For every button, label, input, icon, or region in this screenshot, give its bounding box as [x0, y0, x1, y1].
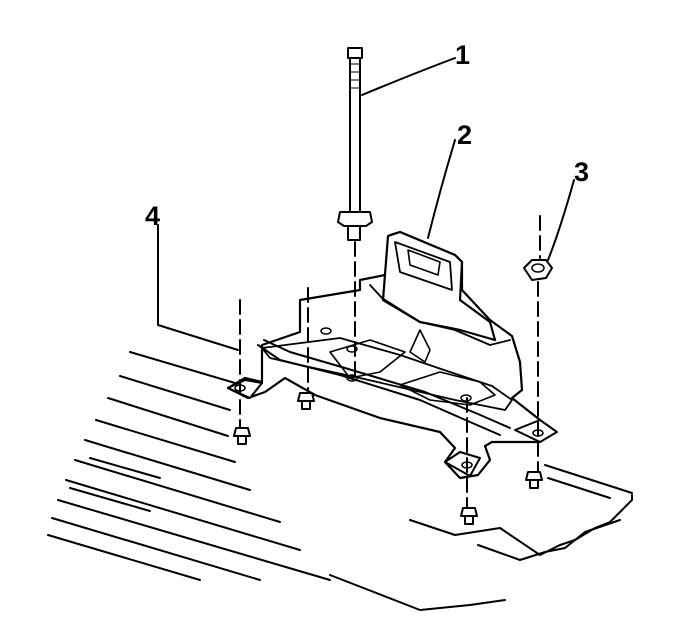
floor-panel	[47, 324, 633, 611]
alignment-centerlines	[239, 215, 541, 509]
mounting-bracket	[226, 230, 558, 480]
callout-3: 3	[574, 157, 590, 187]
callout-1: 1	[455, 40, 471, 70]
stud	[337, 47, 373, 241]
nut	[523, 259, 553, 281]
leader-lines	[157, 57, 575, 326]
callout-4: 4	[145, 201, 161, 231]
callout-2: 2	[457, 120, 473, 150]
